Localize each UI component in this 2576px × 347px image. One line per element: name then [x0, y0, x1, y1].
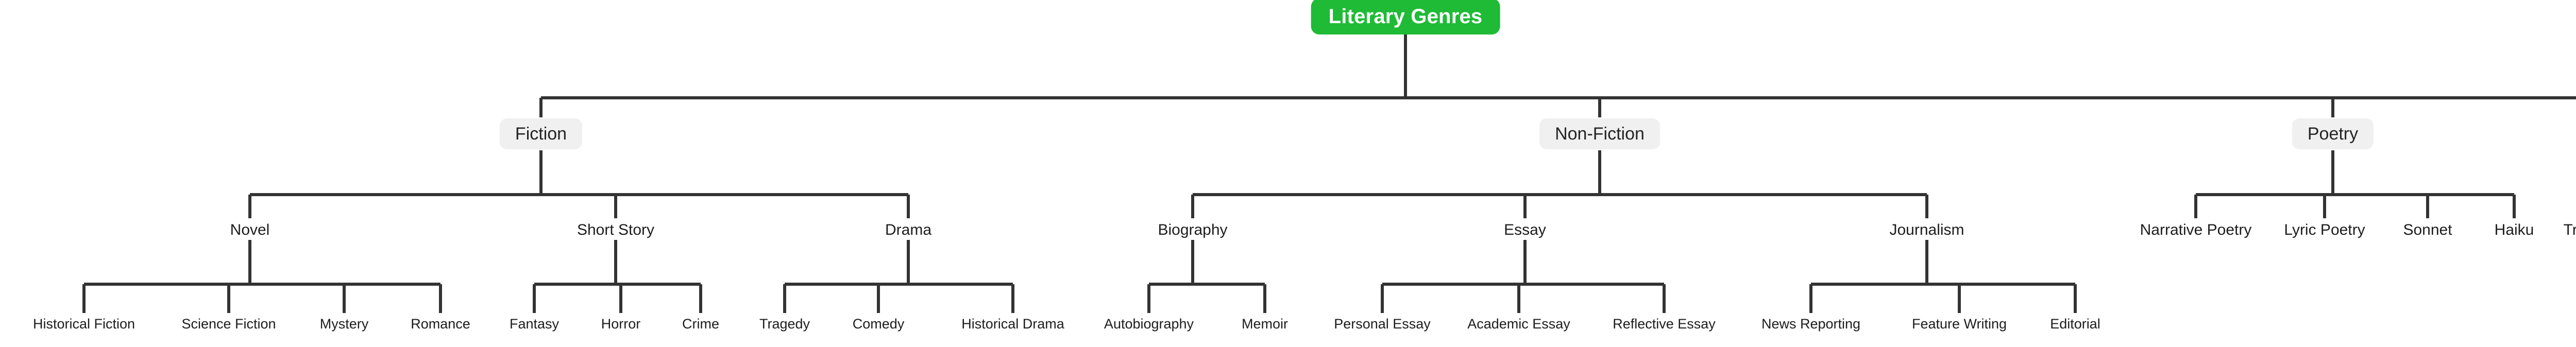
leaf-node-personal-essay[interactable]: Personal Essay [1334, 316, 1431, 332]
leaf-node-mystery[interactable]: Mystery [319, 316, 369, 332]
sub-node-lyric-poetry[interactable]: Lyric Poetry [2284, 221, 2365, 238]
branch-node-poetry[interactable]: Poetry [2292, 118, 2374, 149]
leaf-node-historical-fiction[interactable]: Historical Fiction [32, 316, 135, 332]
sub-node-novel[interactable]: Novel [230, 221, 270, 238]
leaf-node-reflective-essay[interactable]: Reflective Essay [1613, 316, 1716, 332]
leaf-node-science-fiction[interactable]: Science Fiction [181, 316, 276, 332]
sub-node-fiction-drama[interactable]: Drama [885, 221, 932, 238]
leaf-node-memoir[interactable]: Memoir [1241, 316, 1289, 332]
sub-node-narrative-poetry[interactable]: Narrative Poetry [2140, 221, 2252, 238]
branch-node-fiction[interactable]: Fiction [499, 118, 583, 149]
sub-node-sonnet[interactable]: Sonnet [2403, 221, 2452, 238]
leaf-node-horror[interactable]: Horror [601, 316, 641, 332]
sub-node-haiku[interactable]: Haiku [2494, 221, 2534, 238]
leaf-node-historical-drama[interactable]: Historical Drama [961, 316, 1064, 332]
leaf-node-romance[interactable]: Romance [411, 316, 470, 332]
sub-node-biography[interactable]: Biography [1158, 221, 1228, 238]
leaf-node-crime[interactable]: Crime [682, 316, 719, 332]
root-node-literary-genres[interactable]: Literary Genres [1311, 0, 1500, 34]
sub-node-essay[interactable]: Essay [1504, 221, 1546, 238]
leaf-node-academic-essay[interactable]: Academic Essay [1467, 316, 1570, 332]
leaf-node-fantasy[interactable]: Fantasy [509, 316, 560, 332]
leaf-node-news-reporting[interactable]: News Reporting [1761, 316, 1861, 332]
leaf-node-feature-writing[interactable]: Feature Writing [1911, 316, 2007, 332]
sub-node-drama-tragedy[interactable]: Tragedy [2563, 221, 2576, 238]
leaf-node-editorial[interactable]: Editorial [2050, 316, 2100, 332]
leaf-node-tragedy[interactable]: Tragedy [759, 316, 810, 332]
sub-node-journalism[interactable]: Journalism [1889, 221, 1964, 238]
leaf-node-comedy[interactable]: Comedy [852, 316, 905, 332]
sub-node-short-story[interactable]: Short Story [577, 221, 655, 238]
branch-node-nonfiction[interactable]: Non-Fiction [1539, 118, 1660, 149]
leaf-node-autobiography[interactable]: Autobiography [1104, 316, 1194, 332]
